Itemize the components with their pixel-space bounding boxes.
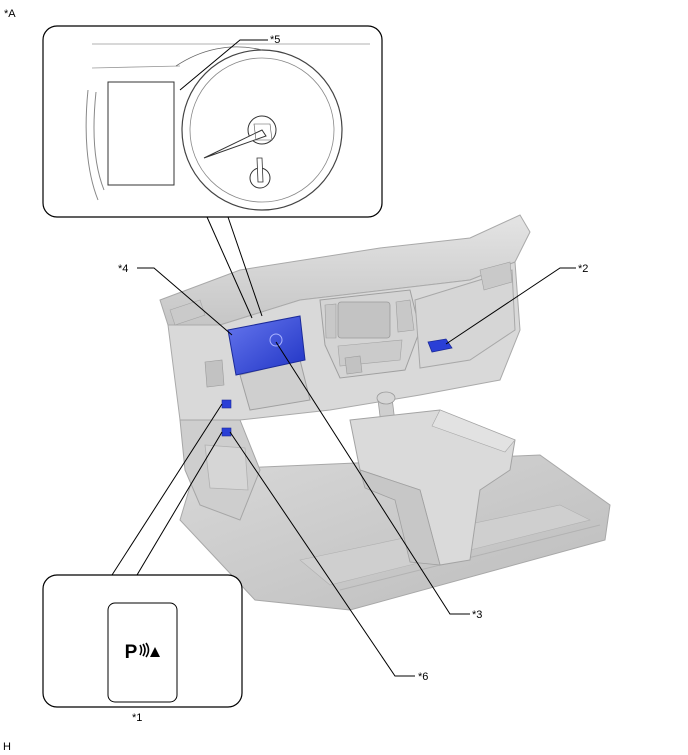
switch-highlight-lower xyxy=(221,427,232,437)
meter-display xyxy=(107,81,175,186)
detail-box-meter xyxy=(42,25,383,218)
switch-highlight-upper xyxy=(221,399,232,409)
parking-sensor-waves-icon xyxy=(138,642,161,663)
leader-lines xyxy=(111,39,576,677)
parking-sensor-switch-face: P xyxy=(108,603,177,702)
switch-p-letter: P xyxy=(124,641,138,663)
detail-box-switch xyxy=(42,574,243,708)
dashboard-illustration xyxy=(159,214,611,611)
corner-label: H xyxy=(3,741,11,753)
callout-6: *6 xyxy=(418,671,429,683)
combination-meter-dial xyxy=(269,333,283,347)
callout-3: *3 xyxy=(472,609,483,621)
callout-4: *4 xyxy=(118,263,129,275)
parking-sensor-switch xyxy=(107,602,178,703)
floor xyxy=(179,454,611,611)
view-label: *A xyxy=(4,8,16,20)
callout-5: *5 xyxy=(270,34,281,46)
callout-1: *1 xyxy=(132,712,143,724)
callout-2: *2 xyxy=(578,263,589,275)
passenger-unit-highlight xyxy=(427,338,453,353)
combination-meter-highlight xyxy=(227,315,306,376)
